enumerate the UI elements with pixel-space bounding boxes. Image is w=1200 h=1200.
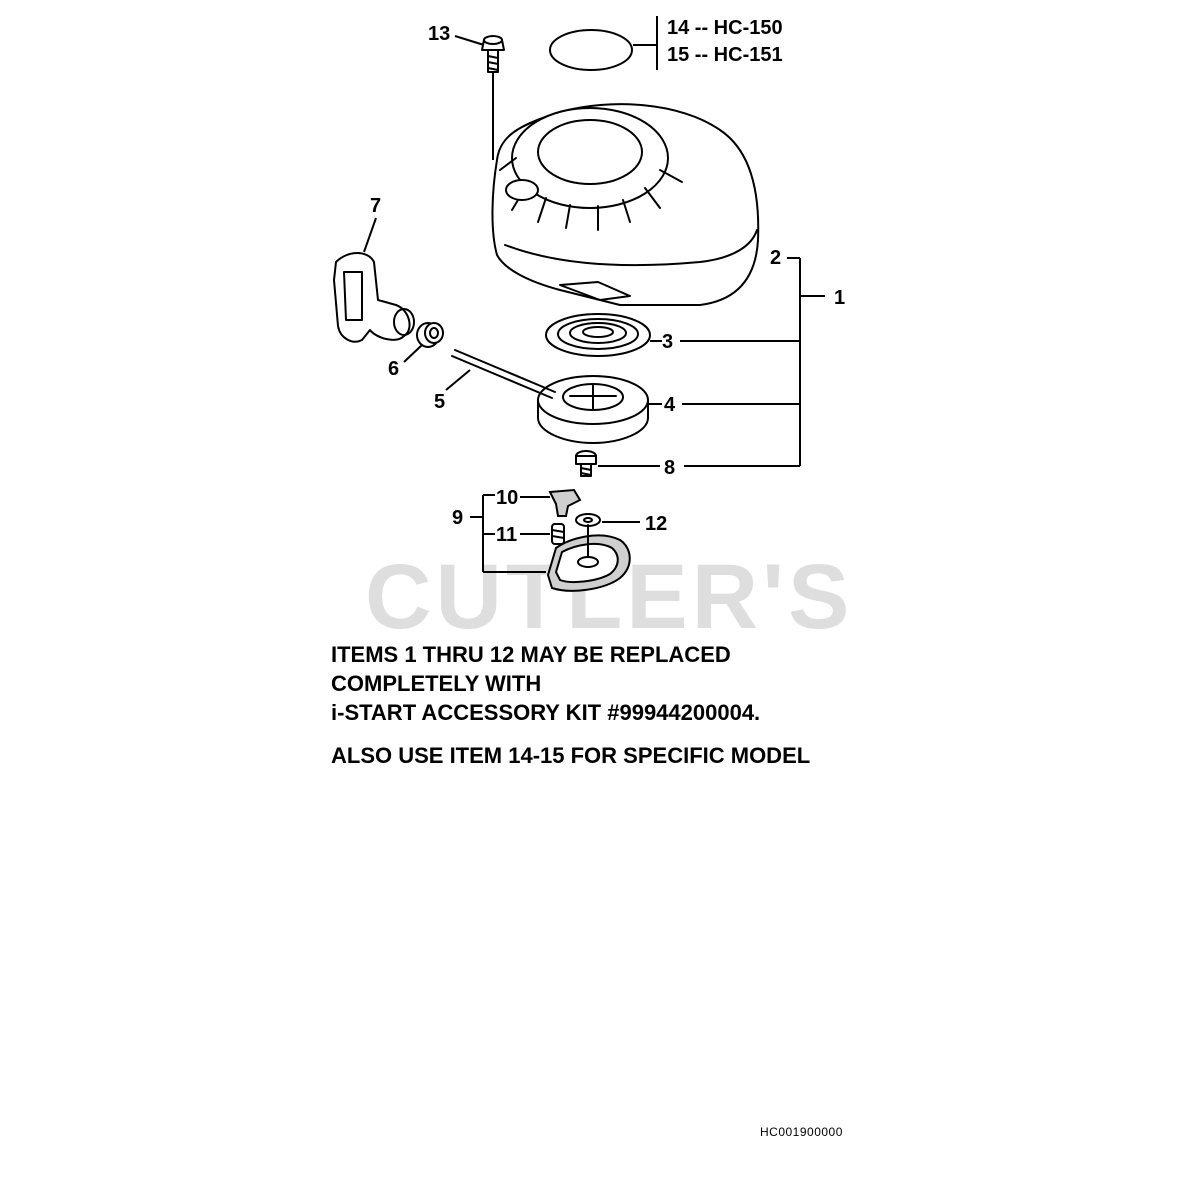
- model-part-15: 15 -- HC-151: [667, 44, 783, 66]
- recoil-spring: [545, 313, 651, 357]
- callout-1: 1: [834, 287, 845, 309]
- screw-13: [481, 35, 505, 160]
- callout-12: 12: [645, 513, 667, 535]
- starter-handle: [333, 252, 415, 343]
- callout-6: 6: [388, 358, 399, 380]
- rope-reel: [537, 375, 649, 444]
- callout-9: 9: [452, 507, 463, 529]
- callout-5: 5: [434, 391, 445, 413]
- drawing-code: HC001900000: [760, 1125, 843, 1139]
- note-line-2: COMPLETELY WITH: [331, 671, 542, 696]
- starter-rope: [451, 349, 556, 399]
- callout-10: 10: [496, 487, 518, 509]
- callout-13: 13: [428, 23, 450, 45]
- note-line-1: ITEMS 1 THRU 12 MAY BE REPLACED: [331, 642, 731, 667]
- ratchet-spring: [551, 523, 565, 545]
- callout-3: 3: [662, 331, 673, 353]
- reel-screw: [575, 450, 597, 477]
- replacement-note: ITEMS 1 THRU 12 MAY BE REPLACED COMPLETE…: [331, 640, 760, 727]
- callout-7: 7: [370, 195, 381, 217]
- ratchet-case: [546, 524, 631, 592]
- callout-4: 4: [664, 394, 676, 416]
- callout-2: 2: [770, 247, 781, 269]
- callout-8: 8: [664, 457, 675, 479]
- note-line-3: i-START ACCESSORY KIT #99944200004.: [331, 700, 761, 725]
- ratchet-pawl: [548, 488, 582, 517]
- rope-grommet: [416, 322, 444, 348]
- callout-11: 11: [496, 524, 517, 546]
- model-part-14: 14 -- HC-150: [667, 17, 783, 39]
- starter-housing: [491, 103, 760, 306]
- gasket-ring: [549, 29, 633, 71]
- model-note: ALSO USE ITEM 14-15 FOR SPECIFIC MODEL: [331, 743, 811, 768]
